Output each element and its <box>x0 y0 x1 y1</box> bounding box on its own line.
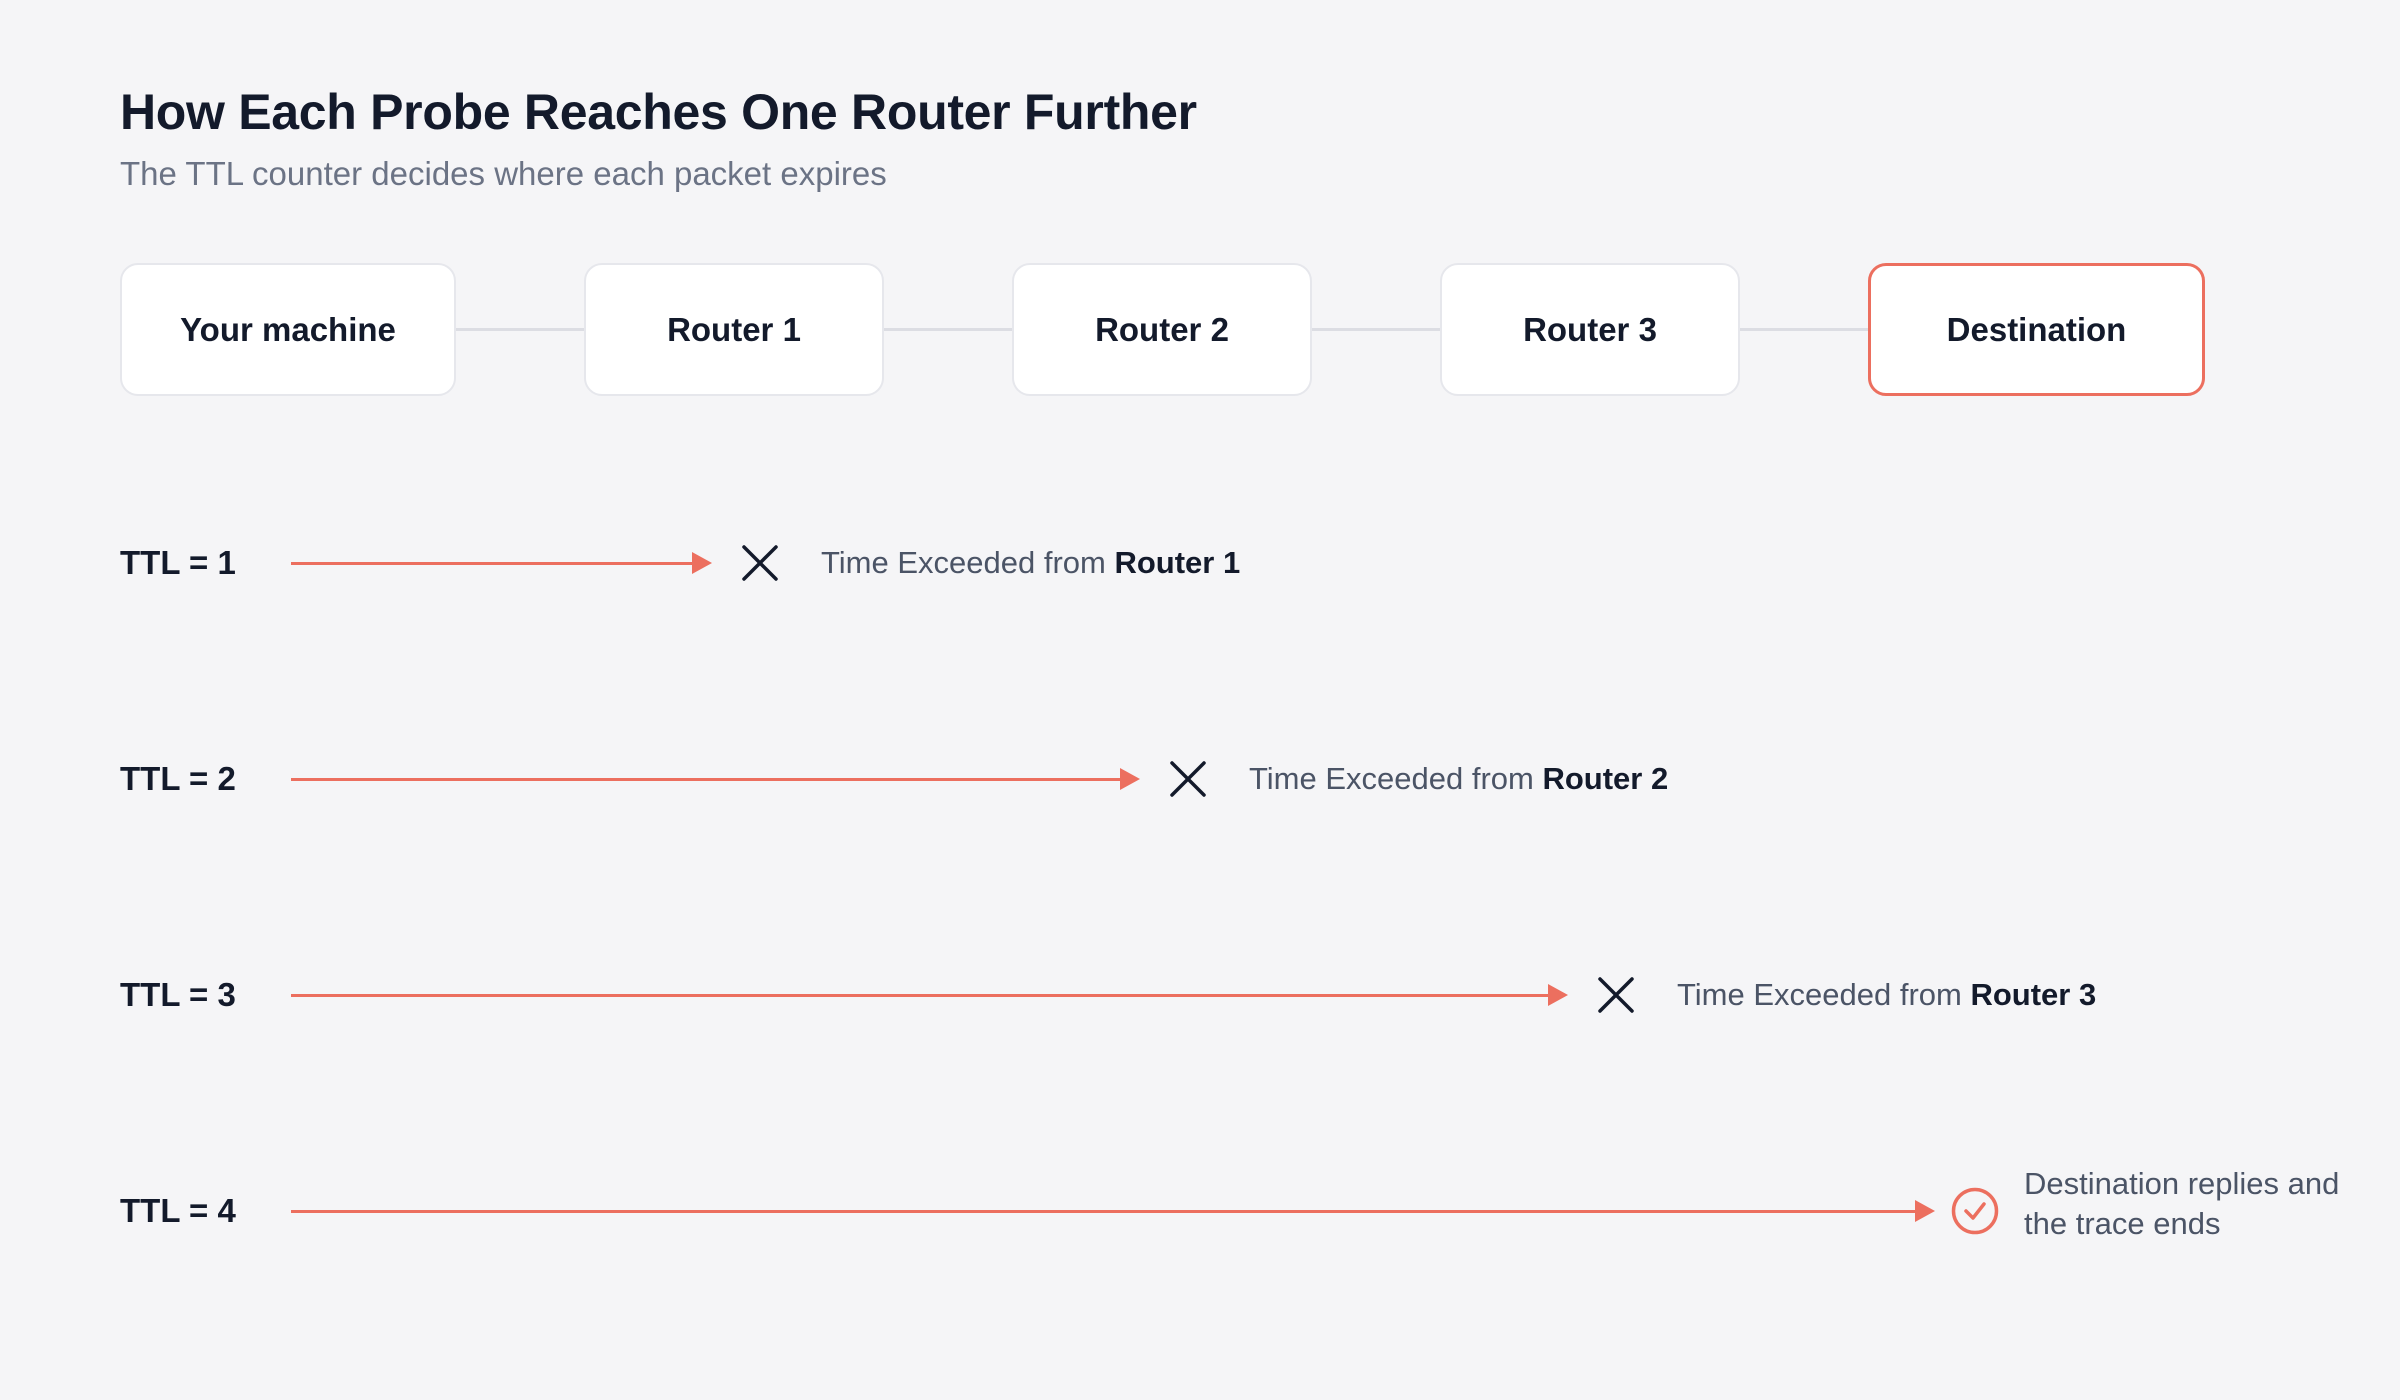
ttl-label: TTL = 3 <box>120 976 236 1013</box>
probe-arrow-line <box>291 778 1124 781</box>
page-subtitle: The TTL counter decides where each packe… <box>120 155 887 192</box>
reply-text: Time Exceeded from Router 3 <box>1677 975 2096 1015</box>
hop-connector <box>1312 328 1440 331</box>
node-your-machine: Your machine <box>120 263 456 396</box>
close-icon <box>1598 977 1634 1013</box>
arrow-head-icon <box>1548 984 1568 1006</box>
node-destination: Destination <box>1868 263 2205 396</box>
reply-prefix: Time Exceeded from <box>1249 761 1543 796</box>
reply-router: Router 1 <box>1114 545 1241 580</box>
close-icon <box>1170 761 1206 797</box>
reply-prefix: Time Exceeded from <box>821 545 1115 580</box>
ttl-label: TTL = 1 <box>120 544 236 581</box>
ttl-label: TTL = 4 <box>120 1192 236 1229</box>
page-title: How Each Probe Reaches One Router Furthe… <box>120 84 1197 140</box>
arrow-head-icon <box>692 552 712 574</box>
close-icon <box>742 545 778 581</box>
node-router-3: Router 3 <box>1440 263 1740 396</box>
node-router-1: Router 1 <box>584 263 884 396</box>
reply-router: Router 3 <box>1970 977 2097 1012</box>
reply-prefix: Time Exceeded from <box>1677 977 1971 1012</box>
arrow-head-icon <box>1915 1200 1935 1222</box>
hop-connector <box>456 328 584 331</box>
probe-arrow-line <box>291 994 1552 997</box>
probe-arrow-line <box>291 1210 1915 1213</box>
hop-connector <box>884 328 1012 331</box>
arrow-head-icon <box>1120 768 1140 790</box>
ttl-label: TTL = 2 <box>120 760 236 797</box>
check-circle-icon <box>1951 1187 1999 1235</box>
node-router-2: Router 2 <box>1012 263 1312 396</box>
probe-arrow-line <box>291 562 696 565</box>
reply-text: Time Exceeded from Router 2 <box>1249 759 1668 799</box>
reply-text: Time Exceeded from Router 1 <box>821 543 1240 583</box>
hop-connector <box>1740 328 1868 331</box>
reply-router: Router 2 <box>1542 761 1669 796</box>
final-reply-text: Destination replies and the trace ends <box>2024 1166 2340 1241</box>
